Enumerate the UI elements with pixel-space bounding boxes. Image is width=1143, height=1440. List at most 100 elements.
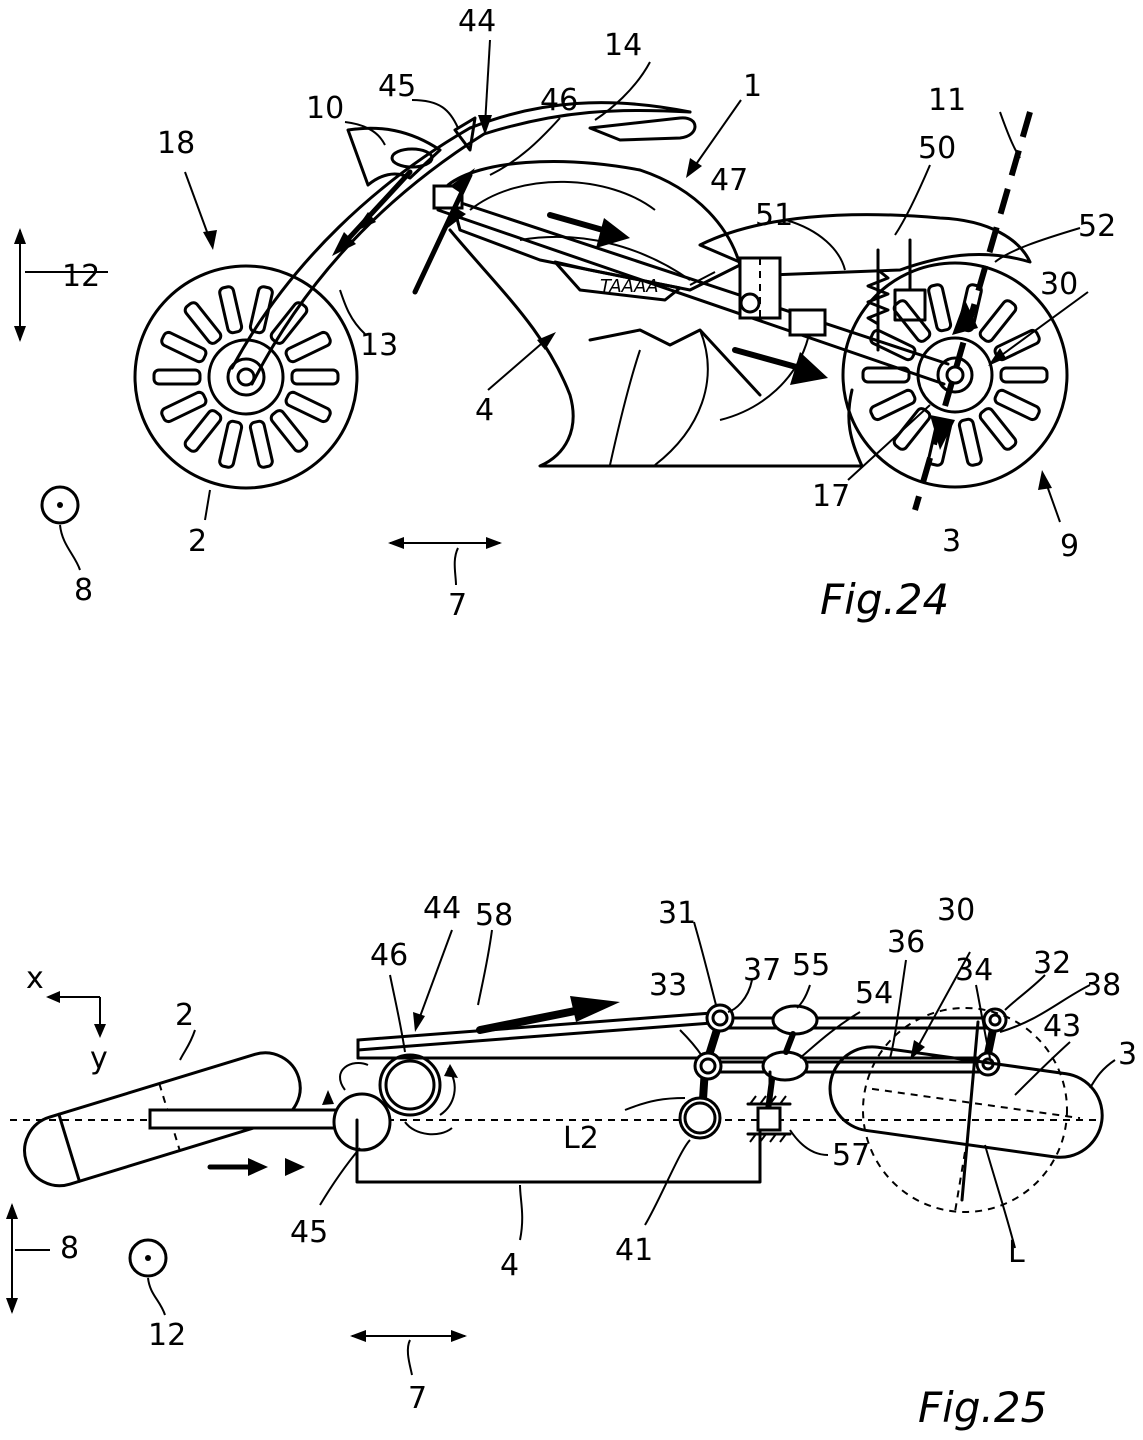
spoke-slot	[218, 419, 244, 469]
steering-axis	[912, 111, 1033, 511]
link-55	[771, 1004, 819, 1036]
spoke-slot	[152, 368, 202, 386]
ref-51: 51	[755, 198, 793, 233]
svg-text:TAAAA: TAAAA	[600, 276, 659, 297]
spoke-slot	[927, 283, 953, 333]
ref-14: 14	[604, 28, 642, 63]
ref25-32: 32	[1033, 946, 1071, 981]
ref25-31: 31	[658, 896, 696, 931]
ref25-8: 8	[60, 1231, 79, 1266]
ref25-55: 55	[792, 948, 830, 983]
figure-25: 2 3 4 7 8 12 30 31 32 33 34 36 37 38 41 …	[6, 891, 1137, 1432]
front-fork	[230, 101, 692, 386]
spoke-slot	[892, 407, 932, 451]
ref25-43: 43	[1043, 1009, 1081, 1044]
ref-18: 18	[157, 126, 195, 161]
ref25-57: 57	[832, 1138, 870, 1173]
ref-52: 52	[1078, 209, 1116, 244]
spoke-slot	[248, 419, 274, 469]
ref-30: 30	[1040, 267, 1078, 302]
ref-46: 46	[540, 83, 578, 118]
fig25-direction-indicators	[6, 1203, 467, 1376]
handlebar	[453, 116, 697, 152]
out-of-plane-axis-icon	[40, 485, 80, 525]
ref-4: 4	[475, 393, 494, 428]
ref-44: 44	[458, 4, 496, 39]
spoke-slot	[861, 366, 911, 384]
figure-24: TAAAA	[14, 4, 1116, 624]
spoke-slot	[183, 409, 223, 453]
spoke-slot	[160, 390, 208, 424]
front-wheel	[133, 264, 359, 490]
fig25-leaders	[179, 921, 1116, 1249]
ref25-36: 36	[887, 925, 925, 960]
spoke-slot	[957, 417, 983, 467]
ref-12: 12	[62, 259, 100, 294]
ref-9: 9	[1060, 529, 1079, 564]
roller-46	[378, 1053, 442, 1117]
ref25-46: 46	[370, 938, 408, 973]
shock-absorber	[866, 238, 927, 352]
ref-1: 1	[743, 69, 762, 104]
ref25-L2: L2	[563, 1121, 599, 1156]
seat	[698, 213, 1032, 277]
spoke-slot	[160, 330, 208, 364]
spoke-slot	[978, 299, 1018, 343]
spoke-slot	[183, 301, 223, 345]
spoke-slot	[978, 407, 1018, 451]
spoke-slot	[993, 388, 1041, 422]
xy-axes	[46, 991, 106, 1038]
ref-17: 17	[812, 479, 850, 514]
ref-10: 10	[306, 91, 344, 126]
support-57	[756, 1106, 782, 1132]
spoke-slot	[284, 330, 332, 364]
ref25-41: 41	[615, 1233, 653, 1268]
ref25-58: 58	[475, 898, 513, 933]
spoke-slot	[999, 366, 1049, 384]
ref25-38: 38	[1083, 968, 1121, 1003]
rear-wheel-sweep	[862, 1007, 1068, 1213]
ref25-3: 3	[1118, 1037, 1137, 1072]
ref25-7: 7	[408, 1381, 427, 1416]
ref25-33: 33	[649, 968, 687, 1003]
rear-wheel	[841, 261, 1069, 489]
ref25-37: 37	[743, 953, 781, 988]
figure-caption: Fig.24	[820, 575, 949, 624]
ref-13: 13	[360, 328, 398, 363]
axis-y-label: y	[90, 1041, 108, 1076]
ref-8: 8	[74, 573, 93, 608]
ref25-45: 45	[290, 1215, 328, 1250]
joint-45	[332, 1092, 392, 1152]
spoke-slot	[269, 409, 309, 453]
spoke-slot	[218, 285, 244, 335]
ref-2: 2	[188, 524, 207, 559]
ref-3: 3	[942, 524, 961, 559]
ref-45: 45	[378, 69, 416, 104]
ref25-2: 2	[175, 998, 194, 1033]
ref25-4: 4	[500, 1248, 519, 1283]
ref-47: 47	[710, 163, 748, 198]
ref25-54: 54	[855, 976, 893, 1011]
fig25-refs: 2 3 4 7 8 12 30 31 32 33 34 36 37 38 41 …	[26, 891, 1137, 1416]
axis-x-label: x	[26, 961, 44, 996]
spoke-slot	[869, 388, 917, 422]
leader-lines	[25, 39, 1089, 523]
ref-11: 11	[928, 83, 966, 118]
ref25-30: 30	[937, 893, 975, 928]
ref25-L: L	[1008, 1235, 1025, 1270]
ref-50: 50	[918, 131, 956, 166]
direction-indicators	[14, 228, 502, 586]
spoke-slot	[290, 368, 340, 386]
fig24-refs: 1 2 3 4 7 8 9 10 11 12 13 14 17 18 30 44…	[62, 4, 1116, 623]
headlight-fairing	[346, 126, 442, 187]
force-arrows	[332, 168, 978, 450]
ref25-12: 12	[148, 1318, 186, 1353]
ref25-44: 44	[423, 891, 461, 926]
ref-7: 7	[448, 588, 467, 623]
swing-arm-link	[432, 184, 950, 386]
spoke-slot	[284, 390, 332, 424]
lower-frame	[448, 228, 864, 468]
tank-body: TAAAA	[446, 160, 742, 302]
